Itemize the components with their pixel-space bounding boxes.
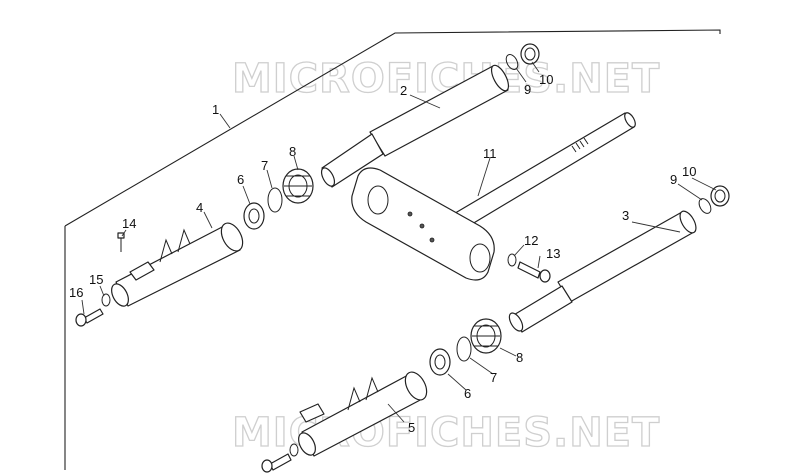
callout-15: 15 [89,272,103,287]
callout-7-lower: 7 [490,370,497,385]
steering-stem[interactable] [439,111,637,237]
dust-seal-upper[interactable] [282,168,314,204]
callout-6-lower: 6 [464,386,471,401]
circlip-upper[interactable] [267,187,283,213]
callout-1: 1 [212,102,219,117]
callout-5: 5 [408,420,415,435]
callout-6-upper: 6 [237,172,244,187]
callout-7-upper: 7 [261,158,268,173]
cap-nut-right[interactable] [710,185,730,207]
callout-12: 12 [524,233,538,248]
fork-slider-right[interactable] [295,369,431,458]
fork-tube-left[interactable] [319,63,512,188]
oil-seal-upper[interactable] [243,202,265,230]
callout-9-upper: 9 [524,82,531,97]
callout-10-upper: 10 [539,72,553,87]
seal-ring-top[interactable] [504,53,520,72]
callout-9-lower: 9 [670,172,677,187]
cap-nut-top[interactable] [520,43,540,65]
axle-bolt-left[interactable] [75,308,104,327]
callout-3: 3 [622,208,629,223]
callout-8-upper: 8 [289,144,296,159]
fork-tube-right[interactable] [507,209,700,334]
callout-8-lower: 8 [516,350,523,365]
callout-2: 2 [400,83,407,98]
callout-13: 13 [546,246,560,261]
callout-4: 4 [196,200,203,215]
dust-seal-lower[interactable] [470,318,502,354]
axle-bolt-right[interactable] [261,443,299,473]
oil-seal-lower[interactable] [429,348,451,376]
seal-ring-right[interactable] [697,197,714,216]
callout-16: 16 [69,285,83,300]
callout-10-lower: 10 [682,164,696,179]
callout-14: 14 [122,216,136,231]
lower-triple-clamp[interactable] [351,167,495,281]
washer-clamp[interactable] [507,253,517,267]
bleed-screw[interactable] [117,232,125,252]
circlip-lower[interactable] [456,336,472,362]
clamp-bolt[interactable] [517,261,551,283]
callout-labels: 1 2 3 4 5 6 6 7 7 8 8 9 9 10 10 11 12 13… [69,72,696,435]
callout-11: 11 [483,146,497,161]
fork-slider-left[interactable] [108,220,247,309]
leader-lines [81,61,717,423]
assembly-frame [64,29,721,470]
watermark-bottom: MICROFICHES.NET [232,410,660,456]
washer-axle[interactable] [101,293,111,307]
